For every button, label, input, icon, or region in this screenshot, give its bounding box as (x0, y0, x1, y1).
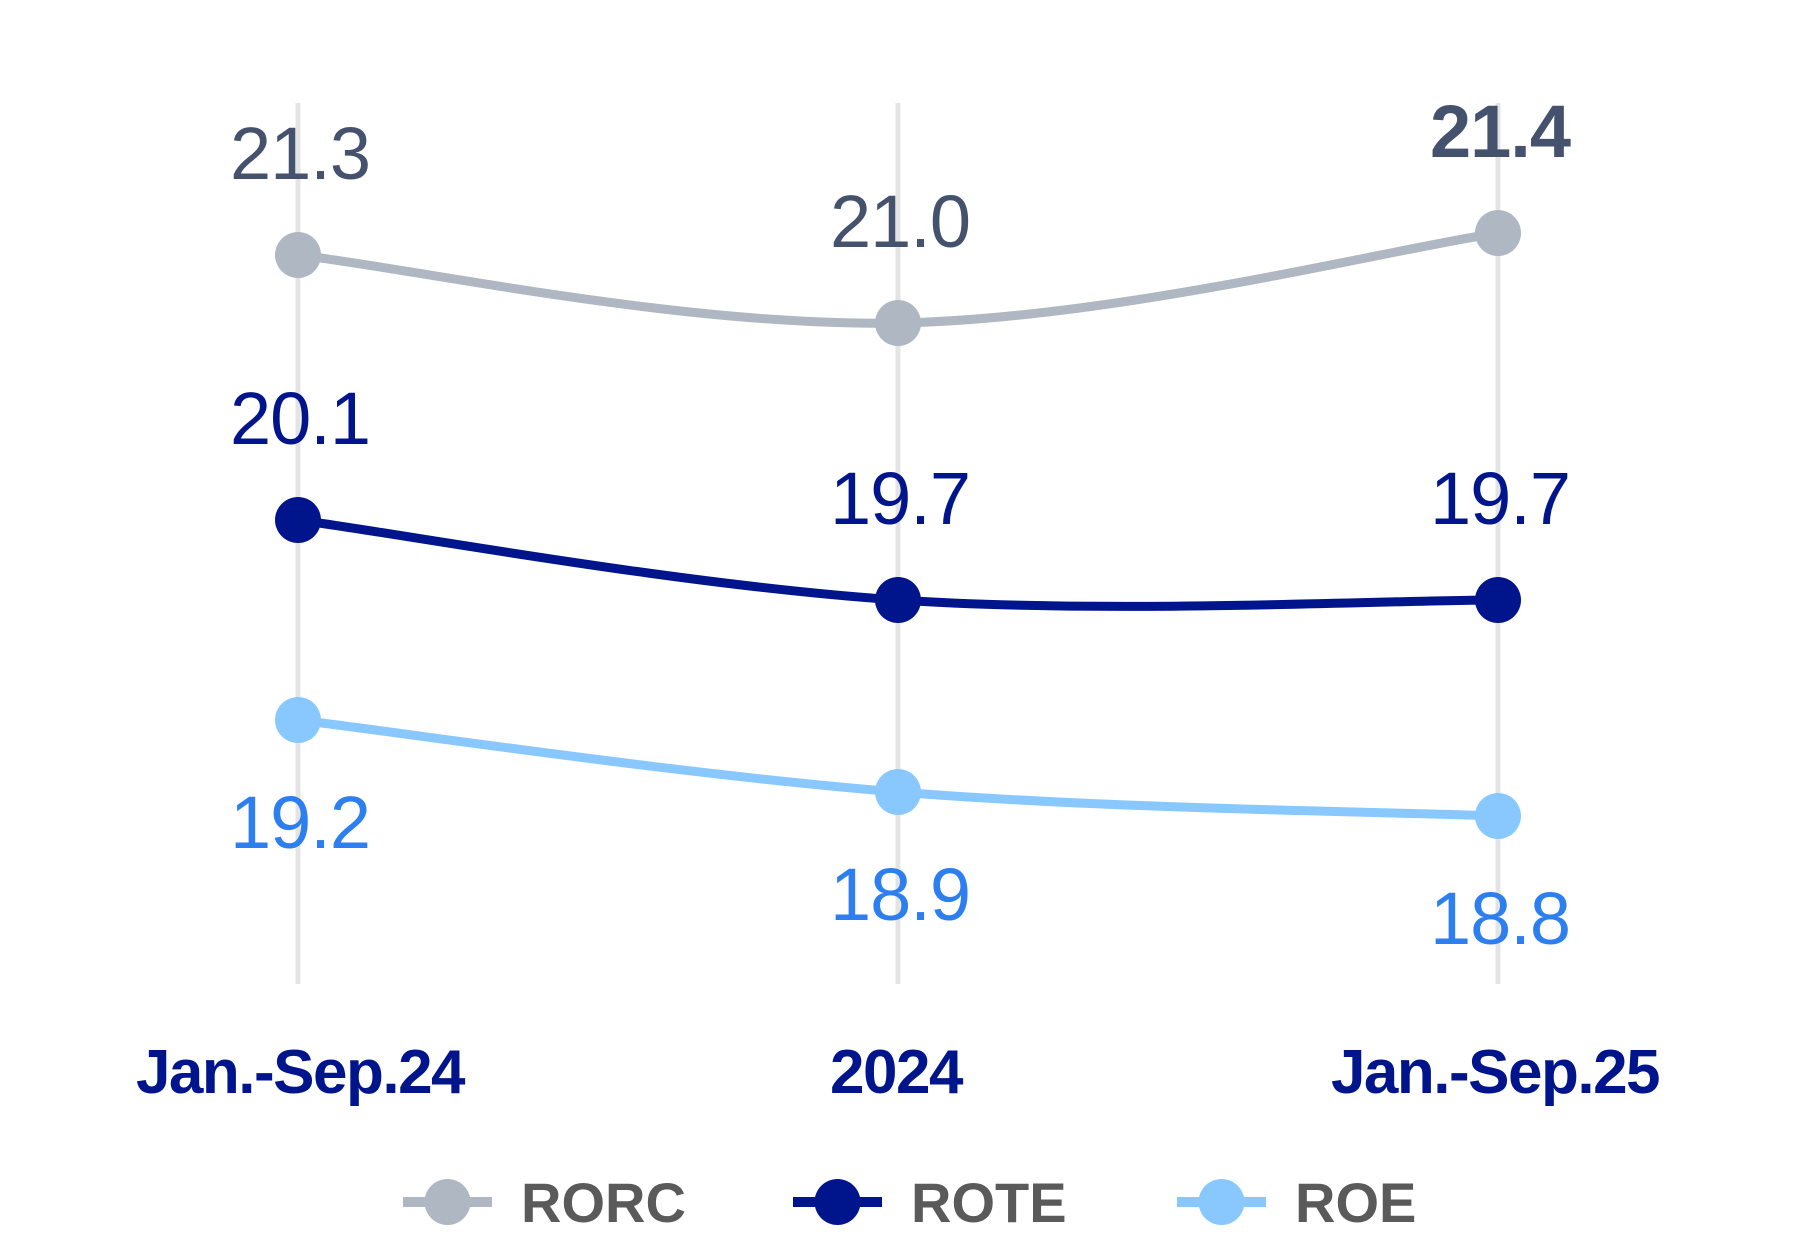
legend-line-marker-icon (1177, 1179, 1266, 1225)
data-point-marker[interactable] (1475, 577, 1521, 623)
legend: RORC ROTE ROE (403, 1171, 1416, 1234)
x-axis-tick-label: 2024 (830, 1038, 964, 1107)
legend-label: ROTE (911, 1171, 1067, 1234)
legend-item-rorc[interactable]: RORC (403, 1171, 686, 1234)
series-roe: 19.2 18.9 18.8 (230, 697, 1571, 960)
data-label: 20.1 (230, 377, 370, 460)
data-point-marker[interactable] (875, 300, 921, 346)
data-point-marker[interactable] (1475, 210, 1521, 256)
data-label: 21.3 (230, 112, 370, 195)
legend-label: RORC (521, 1171, 686, 1234)
legend-line-marker-icon (793, 1179, 882, 1225)
data-label: 19.2 (230, 781, 370, 864)
legend-item-rote[interactable]: ROTE (793, 1171, 1067, 1234)
data-point-marker[interactable] (875, 769, 921, 815)
data-label: 18.8 (1430, 877, 1570, 960)
series-rote: 20.1 19.7 19.7 (230, 377, 1571, 623)
series-rorc: 21.3 21.0 21.4 (230, 90, 1572, 346)
data-point-marker[interactable] (1475, 793, 1521, 839)
data-point-marker[interactable] (875, 577, 921, 623)
x-axis-tick-label: Jan.-Sep.24 (136, 1038, 466, 1107)
series-group: 21.3 21.0 21.4 20.1 19.7 19.7 19.2 18.9 18.8 (230, 90, 1572, 960)
legend-item-roe[interactable]: ROE (1177, 1171, 1416, 1234)
x-axis-tick-label: Jan.-Sep.25 (1331, 1038, 1659, 1107)
data-point-marker[interactable] (275, 497, 321, 543)
data-label: 18.9 (830, 853, 970, 936)
data-label: 19.7 (830, 457, 970, 540)
data-point-marker[interactable] (275, 232, 321, 278)
data-point-marker[interactable] (275, 697, 321, 743)
data-label: 21.0 (830, 180, 970, 263)
legend-line-marker-icon (403, 1179, 492, 1225)
x-axis-labels: Jan.-Sep.24 2024 Jan.-Sep.25 (136, 1038, 1661, 1107)
data-label: 21.4 (1430, 90, 1571, 173)
legend-label: ROE (1295, 1171, 1416, 1234)
data-label: 19.7 (1430, 457, 1570, 540)
